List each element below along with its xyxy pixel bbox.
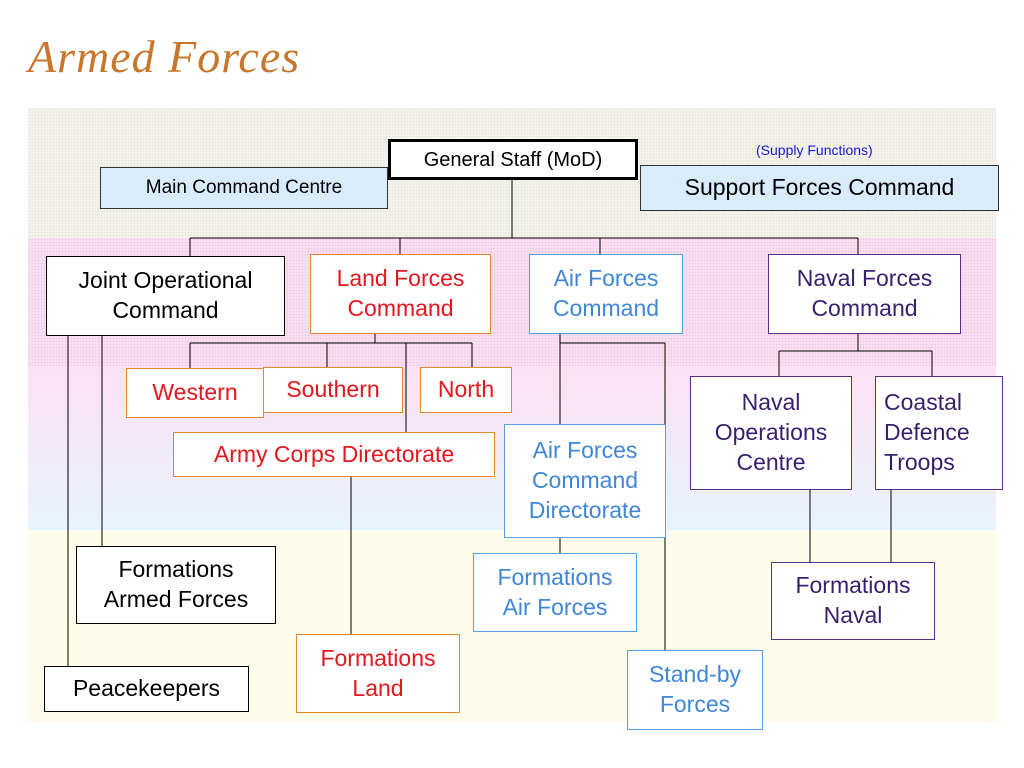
joint-operational-command-box: Joint Operational Command (46, 256, 285, 336)
formations-armed-forces-box: Formations Armed Forces (76, 546, 276, 624)
main-command-centre-box: Main Command Centre (100, 167, 388, 209)
formations-air-forces-label: Formations Air Forces (497, 563, 613, 620)
land-forces-command-label: Land Forces Command (336, 265, 465, 321)
formations-naval-box: Formations Naval (771, 562, 935, 640)
formations-air-forces-box: Formations Air Forces (473, 553, 637, 632)
air-forces-command-directorate-label: Air Forces Command Directorate (528, 437, 642, 523)
southern-box: Southern (263, 367, 403, 413)
general-staff-label: General Staff (MoD) (423, 148, 603, 171)
coastal-defence-troops-box: Coastal Defence Troops (875, 376, 1003, 490)
naval-operations-centre-label: Naval Operations Centre (714, 389, 828, 475)
naval-forces-command-label: Naval Forces Command (796, 265, 933, 321)
air-forces-command-directorate-box: Air Forces Command Directorate (504, 424, 666, 538)
formations-naval-label: Formations Naval (795, 572, 911, 628)
peacekeepers-label: Peacekeepers (72, 675, 221, 702)
army-corps-directorate-box: Army Corps Directorate (173, 432, 495, 477)
western-label: Western (152, 379, 238, 406)
joint-operational-command-label: Joint Operational Command (78, 267, 253, 323)
standby-forces-box: Stand-by Forces (627, 650, 763, 730)
support-forces-command-box: Support Forces Command (640, 165, 999, 211)
north-label: North (437, 376, 495, 403)
army-corps-directorate-label: Army Corps Directorate (213, 440, 455, 467)
support-forces-command-label: Support Forces Command (684, 174, 955, 201)
formations-land-label: Formations Land (320, 644, 436, 701)
western-box: Western (126, 368, 264, 418)
southern-label: Southern (286, 376, 380, 403)
land-forces-command-box: Land Forces Command (310, 254, 491, 334)
air-forces-command-label: Air Forces Command (552, 265, 660, 321)
naval-operations-centre-box: Naval Operations Centre (690, 376, 852, 490)
air-forces-command-box: Air Forces Command (529, 254, 683, 334)
formations-land-box: Formations Land (296, 634, 460, 713)
north-box: North (420, 367, 512, 413)
standby-forces-label: Stand-by Forces (648, 661, 742, 717)
formations-armed-forces-label: Formations Armed Forces (103, 556, 249, 612)
slide-title: Armed Forces (28, 31, 301, 82)
supply-functions-note: (Supply Functions) (756, 142, 873, 158)
coastal-defence-troops-label: Coastal Defence Troops (884, 389, 970, 475)
peacekeepers-box: Peacekeepers (44, 666, 249, 712)
general-staff-box: General Staff (MoD) (388, 139, 638, 180)
main-command-centre-label: Main Command Centre (145, 176, 343, 198)
naval-forces-command-box: Naval Forces Command (768, 254, 961, 334)
